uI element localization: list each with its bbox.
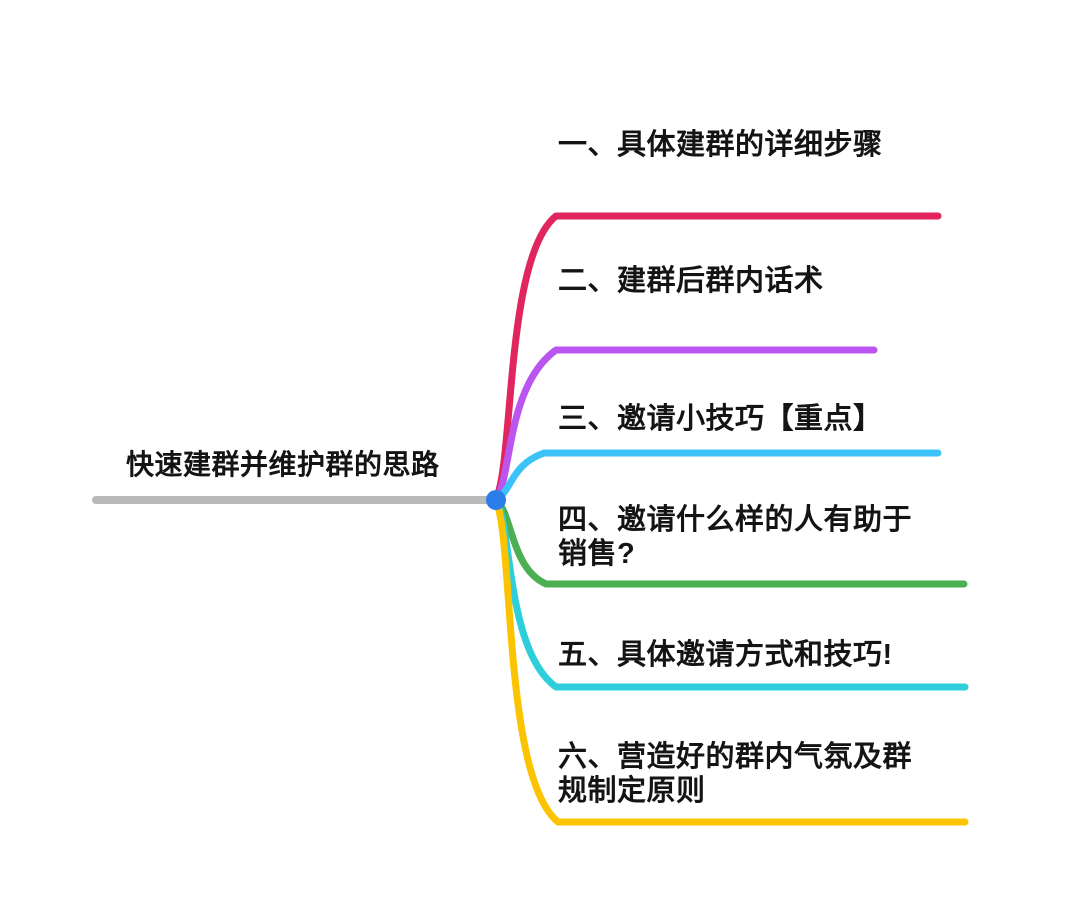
branch-label-3[interactable]: 三、邀请小技巧【重点】	[558, 403, 883, 435]
branch-label-5[interactable]: 五、具体邀请方式和技巧!	[558, 639, 893, 671]
branch-connector-2	[492, 346, 878, 503]
branch-label-2[interactable]: 二、建群后群内话术	[558, 265, 824, 297]
branch-connector-3	[492, 449, 942, 503]
root-junction-dot[interactable]	[486, 490, 506, 510]
branch-label-6[interactable]: 六、营造好的群内气氛及群规制定原则	[558, 741, 913, 807]
branch-connector-1	[492, 212, 942, 503]
branch-label-1[interactable]: 一、具体建群的详细步骤	[558, 129, 883, 161]
branch-label-4[interactable]: 四、邀请什么样的人有助于销售?	[558, 504, 913, 570]
branch-connector-6	[492, 497, 969, 826]
root-node-label[interactable]: 快速建群并维护群的思路	[126, 449, 440, 480]
